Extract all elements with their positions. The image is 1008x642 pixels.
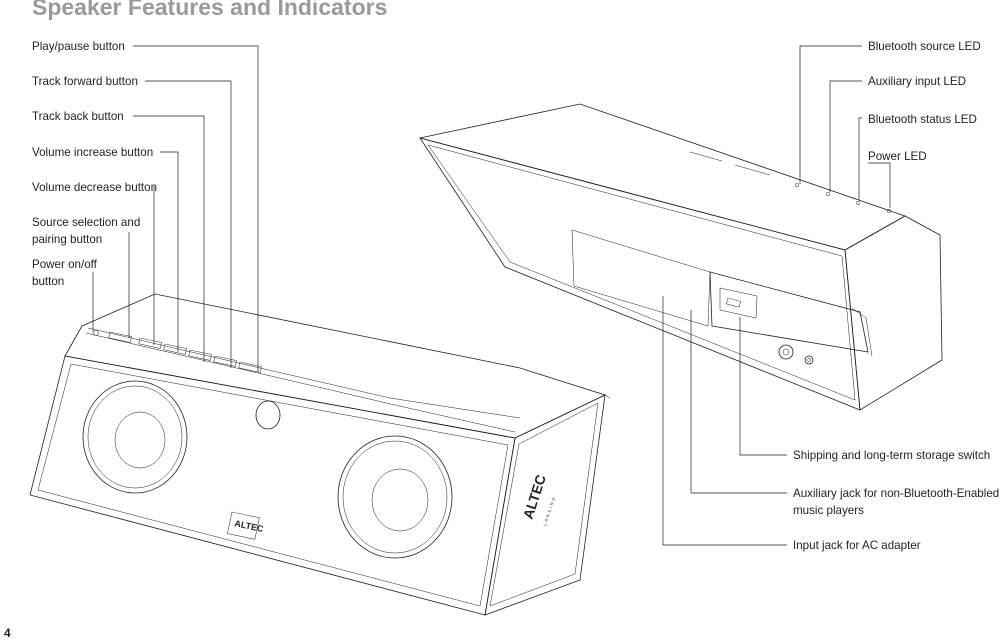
callout-ac-jack: Input jack for AC adapter [793, 539, 921, 552]
callout-volume-decrease: Volume decrease button [32, 181, 158, 194]
side-logo: ALTEC LANSING [520, 473, 557, 527]
callout-storage-switch: Shipping and long-term storage switch [793, 449, 991, 462]
right-bottom-leader-lines [662, 296, 787, 546]
storage-switch [719, 287, 758, 319]
front-speaker: ALTEC ALTEC LANSING [29, 293, 611, 616]
left-leader-lines [92, 45, 259, 372]
callout-play-pause: Play/pause button [32, 40, 125, 53]
top-button-row [93, 330, 262, 373]
callout-track-forward: Track forward button [32, 75, 138, 88]
right-top-leader-lines [799, 45, 891, 208]
front-logo: ALTEC [227, 511, 265, 540]
callout-track-back: Track back button [32, 110, 124, 123]
svg-text:ALTEC: ALTEC [234, 518, 265, 534]
callout-power-on-off: Power on/off button [32, 258, 97, 288]
svg-text:LANSING: LANSING [542, 495, 557, 527]
ac-jack [778, 344, 794, 360]
left-woofer [82, 380, 188, 494]
back-speaker [419, 103, 943, 411]
callout-source-selection: Source selection and pairing button [32, 216, 141, 246]
callout-volume-increase: Volume increase button [32, 146, 154, 159]
page-number: 4 [4, 626, 11, 640]
callout-aux-jack: Auxiliary jack for non-Bluetooth-Enabled… [793, 487, 1000, 517]
svg-text:ALTEC: ALTEC [520, 473, 549, 521]
callout-power-led: Power LED [868, 150, 927, 163]
callout-bluetooth-status-led: Bluetooth status LED [868, 113, 977, 126]
callout-bluetooth-source-led: Bluetooth source LED [868, 40, 981, 53]
right-woofer [337, 435, 453, 559]
tweeter [255, 400, 281, 430]
callout-auxiliary-input-led: Auxiliary input LED [868, 75, 966, 88]
page-title: Speaker Features and Indicators [32, 0, 388, 20]
aux-jack [804, 355, 814, 365]
